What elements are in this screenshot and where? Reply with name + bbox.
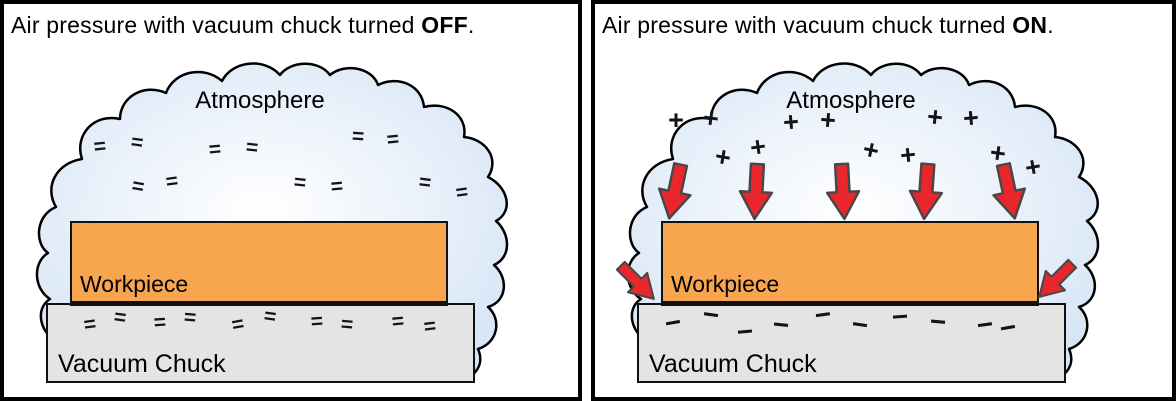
atmosphere-label: Atmosphere: [786, 87, 916, 114]
pressure-symbol-plus: +: [962, 102, 980, 133]
vacuum-chuck: Vacuum Chuck: [637, 303, 1066, 383]
pressure-symbol-plus: +: [860, 134, 882, 167]
pressure-arrow-down-icon: [983, 155, 1036, 228]
panel-title-period: .: [1047, 12, 1054, 38]
pressure-symbol-equal: =: [293, 170, 308, 194]
pressure-symbol-minus: −: [975, 308, 996, 341]
pressure-symbol-equal: =: [208, 138, 222, 162]
panel-title-state: OFF: [421, 12, 468, 38]
panel-title-state: ON: [1012, 12, 1048, 38]
pressure-symbol-equal: =: [230, 312, 246, 337]
pressure-symbol-equal: =: [129, 130, 144, 154]
pressure-symbol-plus: +: [782, 106, 800, 137]
pressure-arrow-down-icon: [904, 157, 949, 226]
workpiece-label: Workpiece: [671, 271, 780, 297]
panel-off: Air pressure with vacuum chuck turned OF…: [0, 0, 582, 401]
pressure-symbol-minus: −: [813, 298, 834, 331]
pressure-arrow-down-icon: [821, 157, 864, 225]
pressure-symbol-plus: +: [1023, 151, 1044, 183]
vacuum-chuck-label: Vacuum Chuck: [58, 350, 226, 378]
pressure-symbol-equal: =: [418, 170, 433, 194]
pressure-symbol-minus: −: [997, 311, 1018, 344]
pressure-symbol-equal: =: [391, 310, 405, 334]
pressure-arrow-down-icon: [734, 157, 777, 225]
pressure-symbol-equal: =: [340, 313, 354, 337]
pressure-symbol-equal: =: [130, 174, 146, 199]
pressure-symbol-minus: −: [929, 305, 948, 337]
atmosphere-label: Atmosphere: [195, 87, 325, 114]
panel-on-canvas: Air pressure with vacuum chuck turned ON…: [595, 4, 1172, 397]
pressure-symbol-plus: +: [748, 131, 768, 163]
pressure-symbol-plus: +: [713, 141, 734, 173]
pressure-symbol-equal: =: [153, 311, 167, 335]
vacuum-chuck: Vacuum Chuck: [46, 303, 475, 383]
pressure-symbol-equal: =: [183, 306, 197, 330]
pressure-symbol-equal: =: [351, 125, 365, 149]
pressure-symbol-equal: =: [422, 314, 437, 338]
pressure-symbol-plus: +: [819, 104, 837, 135]
workpiece: Workpiece: [661, 221, 1039, 306]
panel-title: Air pressure with vacuum chuck turned ON…: [602, 12, 1170, 38]
workpiece-label: Workpiece: [80, 271, 189, 297]
pressure-symbol-equal: =: [82, 312, 97, 336]
pressure-symbol-plus: +: [988, 137, 1008, 169]
pressure-symbol-minus: −: [850, 308, 871, 341]
pressure-symbol-minus: −: [701, 298, 722, 331]
pressure-arrow-diagonal-icon: [605, 250, 669, 314]
panel-title-text: Air pressure with vacuum chuck turned: [602, 12, 1013, 38]
workpiece: Workpiece: [70, 221, 448, 306]
pressure-symbol-minus: −: [735, 315, 754, 347]
pressure-symbol-equal: =: [330, 175, 344, 199]
panel-off-canvas: Air pressure with vacuum chuck turned OF…: [4, 4, 578, 397]
pressure-symbol-plus: +: [701, 102, 721, 134]
pressure-symbol-equal: =: [310, 310, 324, 334]
pressure-arrow-down-icon: [649, 155, 702, 228]
panel-title-text: Air pressure with vacuum chuck turned: [11, 12, 422, 38]
pressure-arrow-diagonal-icon: [1024, 248, 1088, 312]
pressure-symbol-minus: −: [771, 308, 791, 341]
panel-on: Air pressure with vacuum chuck turned ON…: [591, 0, 1176, 401]
pressure-symbol-equal: =: [112, 305, 127, 329]
pressure-symbol-equal: =: [245, 135, 260, 159]
panel-title-period: .: [467, 12, 475, 38]
pressure-symbol-plus: +: [899, 139, 918, 170]
pressure-symbol-equal: =: [93, 134, 108, 158]
pressure-symbol-equal: =: [454, 180, 469, 204]
pressure-symbol-equal: =: [386, 127, 401, 151]
pressure-symbol-equal: =: [164, 169, 179, 193]
pressure-symbol-plus: +: [926, 101, 945, 132]
pressure-symbol-minus: −: [662, 306, 683, 339]
pressure-symbol-equal: =: [262, 304, 277, 328]
panel-title: Air pressure with vacuum chuck turned OF…: [11, 12, 576, 38]
pressure-symbol-minus: −: [891, 300, 909, 332]
vacuum-chuck-label: Vacuum Chuck: [649, 350, 817, 378]
